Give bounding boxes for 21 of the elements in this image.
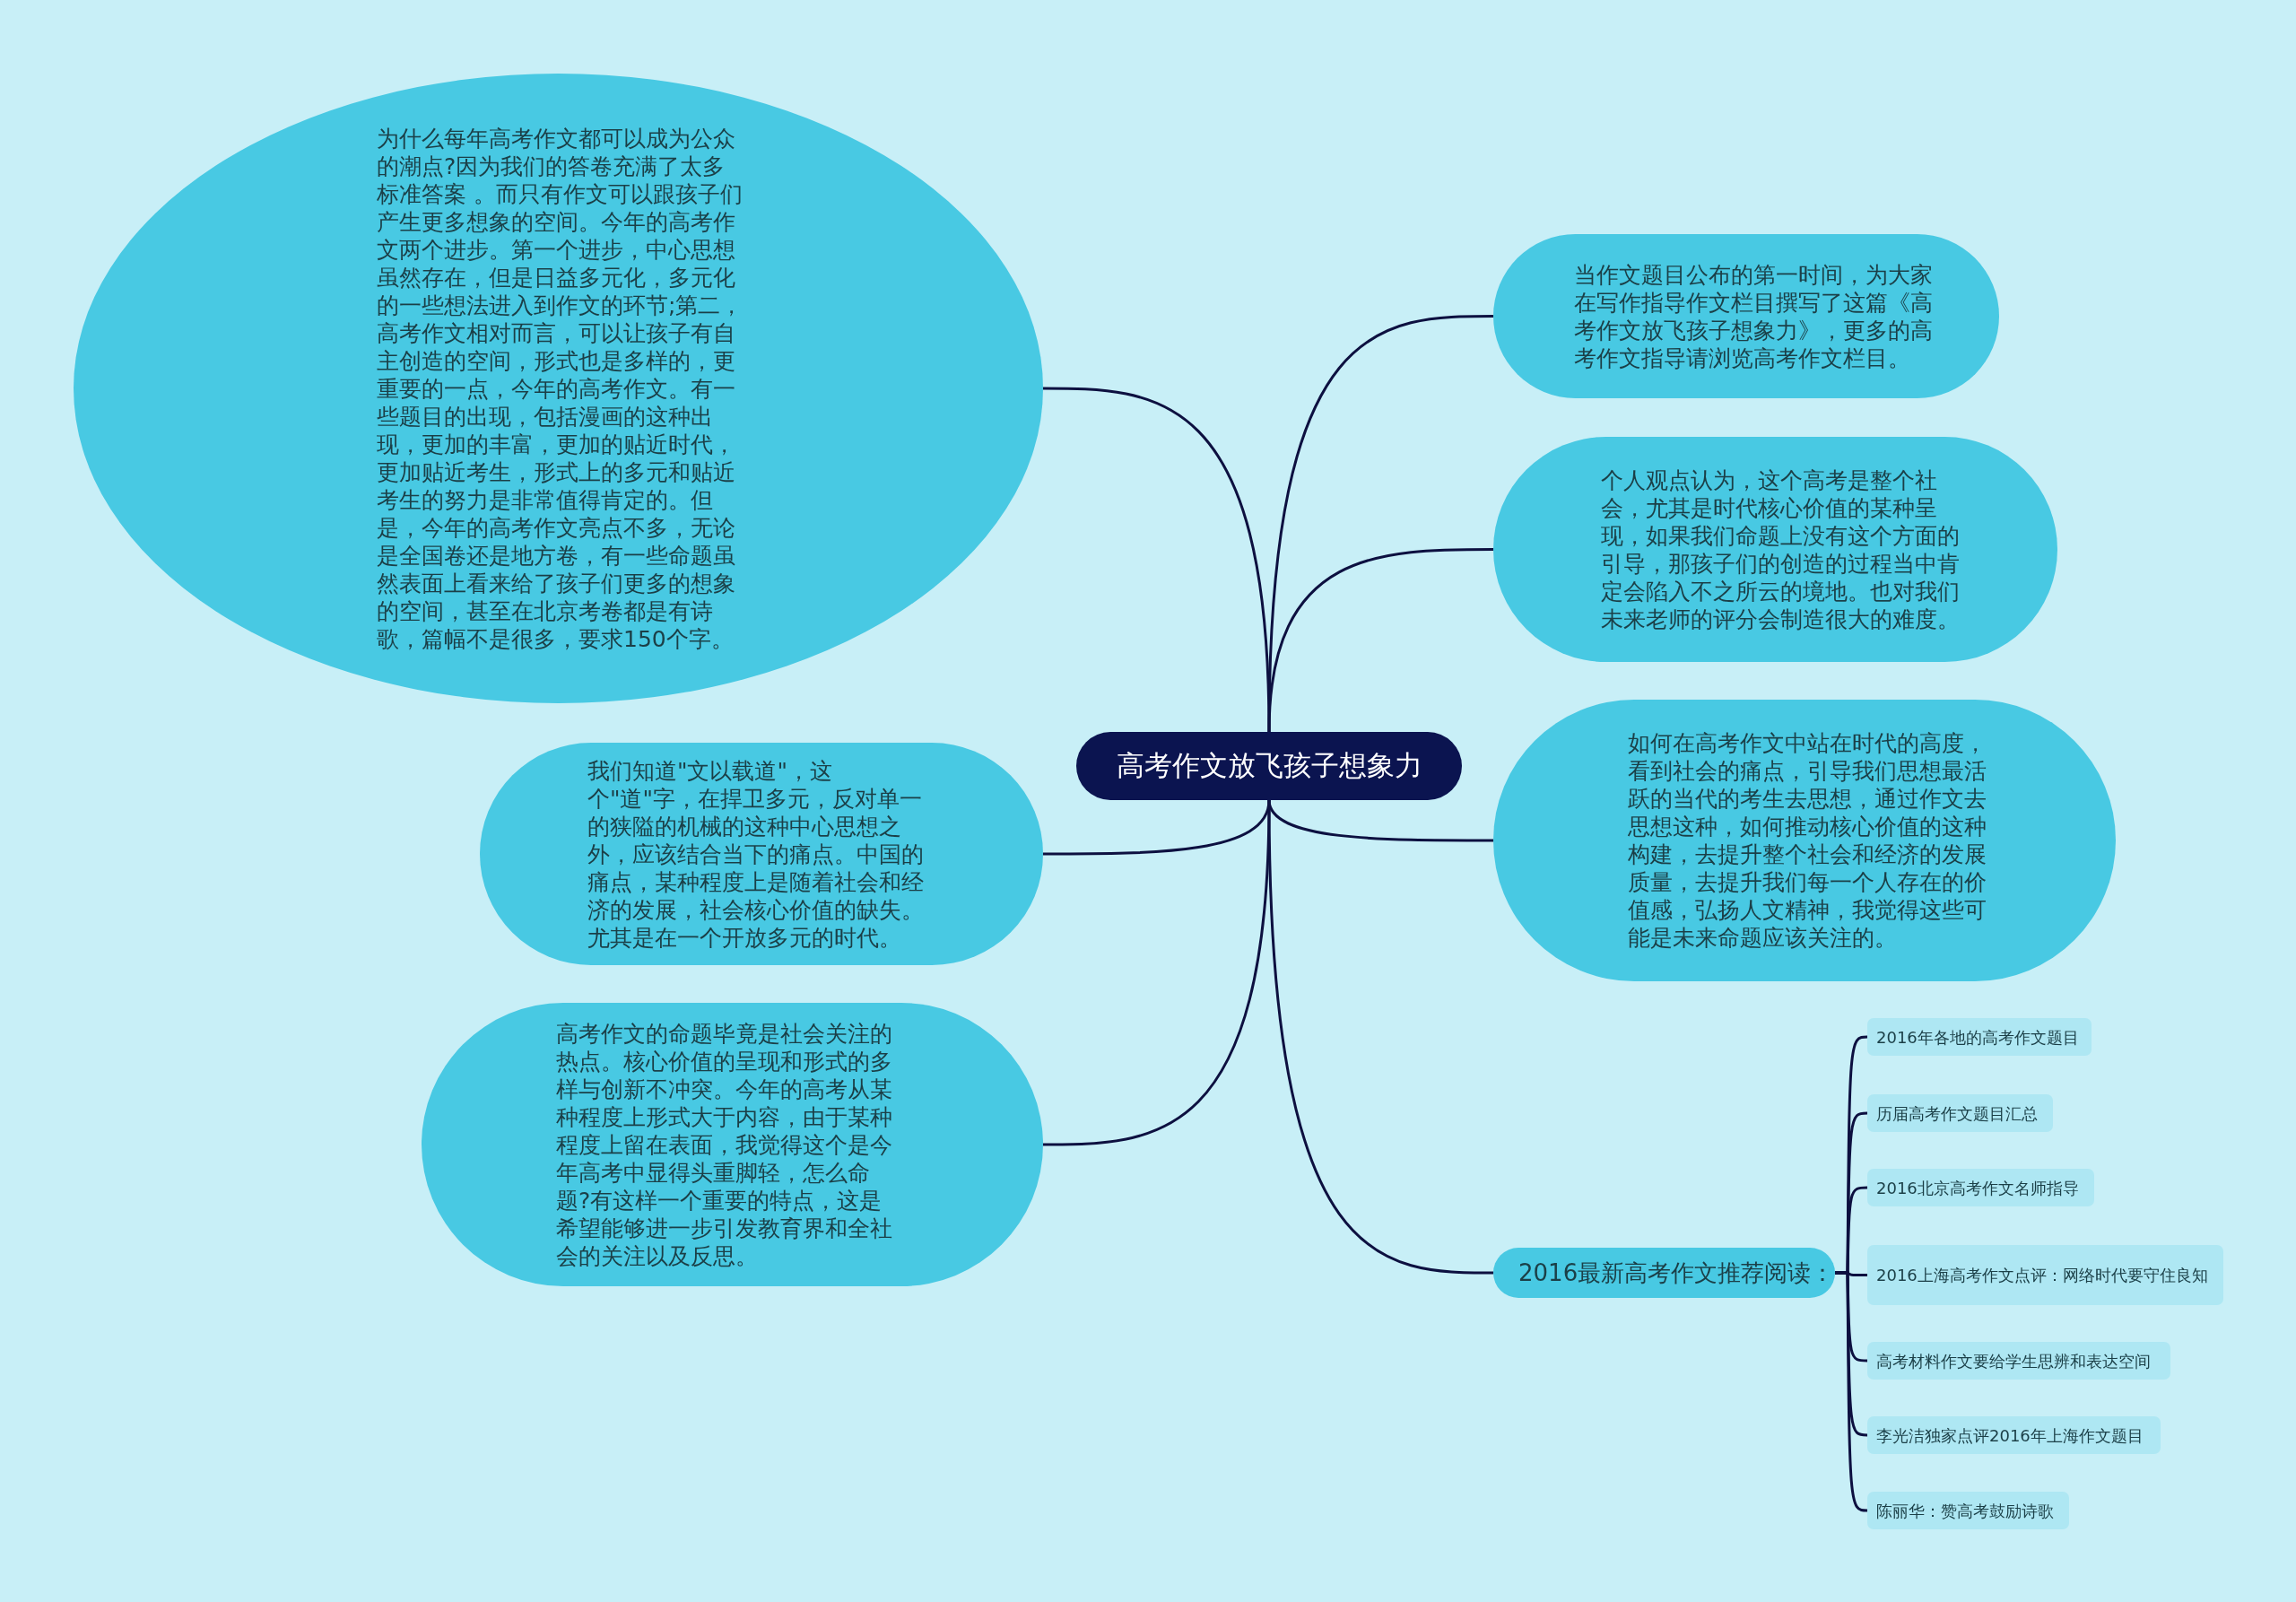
topic-bubble: 当作文题目公布的第一时间，为大家在写作指导作文栏目撰写了这篇《高考作文放飞孩子想象力》，更多的高考作文指导请浏览高考作文栏目。 xyxy=(1493,234,1999,398)
topic-bubble: 为什么每年高考作文都可以成为公众的潮点?因为我们的答卷充满了太多标准答案 。而只有作文可以跟孩子们产生更多想象的空间。今年的高考作文两个进步。第一个进步，中心思想虽然存在，但是日益多元化，多元化的一些想法进入到作文的环节;第二，高考作文相对而言，可以让孩子有自主创造的空间，形式也是多样的，更重要的一点，今年的高考作文。有一些题目的出现，包括漫画的这种出现，更加的丰富，更加的贴近时代，更加贴近考生，形式上的多元和贴近考生的努力是非常值得肯定的。但是，今年的高考作文亮点不多，无论是全国卷还是地方卷，有一些命题虽然表面上看来给了孩子们更多的想象的空间，甚至在北京考卷都是有诗歌，篇幅不是很多，要求150个字。 xyxy=(74,74,1043,703)
connector-line xyxy=(1267,315,1493,733)
link-item: 陈丽华：赞高考鼓励诗歌 xyxy=(1867,1492,2069,1529)
subtopic-bubble: 2016最新高考作文推荐阅读： xyxy=(1493,1248,1835,1298)
topic-bubble: 如何在高考作文中站在时代的高度，看到社会的痛点，引导我们思想最活跃的当代的考生去思想，通过作文去思想这种，如何推动核心价值的这种构建，去提升整个社会和经济的发展质量，去提升我们每一个人存在的价值感，弘扬人文精神，我觉得这些可能是未来命题应该关注的。 xyxy=(1493,700,2116,981)
connector-line xyxy=(1267,548,1493,733)
central-topic: 高考作文放飞孩子想象力 xyxy=(1076,732,1462,800)
link-item: 高考材料作文要给学生思辨和表达空间 xyxy=(1867,1342,2170,1380)
link-item: 2016年各地的高考作文题目 xyxy=(1867,1018,2092,1056)
link-item: 李光洁独家点评2016年上海作文题目 xyxy=(1867,1416,2161,1454)
topic-bubble: 高考作文的命题毕竟是社会关注的热点。核心价值的呈现和形式的多样与创新不冲突。今年的高考从某种程度上形式大于内容，由于某种程度上留在表面，我觉得这个是今年高考中显得头重脚轻，怎么命题?有这样一个重要的特点，这是希望能够进一步引发教育界和全社会的关注以及反思。 xyxy=(422,1003,1043,1286)
connector-line xyxy=(1267,799,1493,1275)
link-item: 2016北京高考作文名师指导 xyxy=(1867,1169,2094,1206)
connector-line xyxy=(1835,1271,1868,1512)
connector-line xyxy=(1043,387,1271,733)
link-item: 历届高考作文题目汇总 xyxy=(1867,1094,2053,1132)
connector-line xyxy=(1043,799,1271,1146)
topic-bubble: 个人观点认为，这个高考是整个社会，尤其是时代核心价值的某种呈现，如果我们命题上没有这个方面的引导，那孩子们的创造的过程当中肯定会陷入不之所云的境地。也对我们未来老师的评分会制造很大的难度。 xyxy=(1493,437,2057,662)
topic-bubble: 我们知道"文以载道"，这个"道"字，在捍卫多元，反对单一的狭隘的机械的这种中心思想之外，应该结合当下的痛点。中国的痛点，某种程度上是随着社会和经济的发展，社会核心价值的缺失。尤其是在一个开放多元的时代。 xyxy=(480,743,1043,965)
link-item: 2016上海高考作文点评：网络时代要守住良知 xyxy=(1867,1245,2223,1305)
